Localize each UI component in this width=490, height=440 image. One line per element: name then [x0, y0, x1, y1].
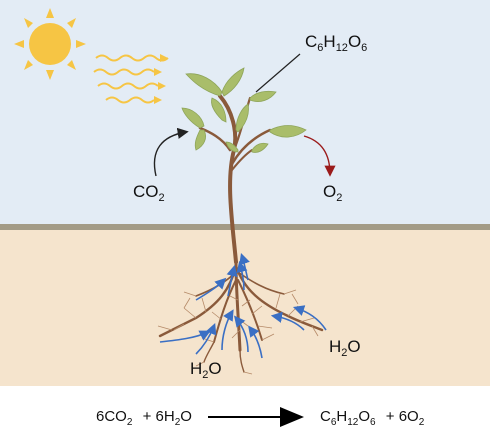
o2-arrow	[303, 135, 336, 177]
co2-arrow	[153, 127, 189, 177]
equation-reactants: 6CO2 + 6H2O	[96, 408, 192, 428]
o2-label: O2	[323, 182, 343, 204]
water-label-bottom: H2O	[190, 359, 222, 381]
plant-stem	[198, 94, 272, 264]
plant-leaves	[181, 67, 307, 153]
glucose-pointer-line	[255, 53, 301, 93]
equation-products: C6H12O6 + 6O2	[320, 408, 425, 428]
equation-co2: 6CO	[96, 408, 127, 425]
equation-glucose: C	[320, 408, 331, 425]
water-arrows	[159, 252, 327, 359]
equation-oxygen: + 6O	[385, 408, 419, 425]
soil-background	[0, 230, 490, 386]
ground-line	[0, 224, 490, 230]
glucose-label: C6H12O6	[305, 32, 368, 54]
co2-label: CO2	[133, 182, 165, 204]
equation-water: + 6H	[142, 408, 175, 425]
light-rays	[93, 54, 169, 104]
water-label-right: H2O	[329, 337, 361, 359]
sun-icon	[14, 8, 86, 80]
